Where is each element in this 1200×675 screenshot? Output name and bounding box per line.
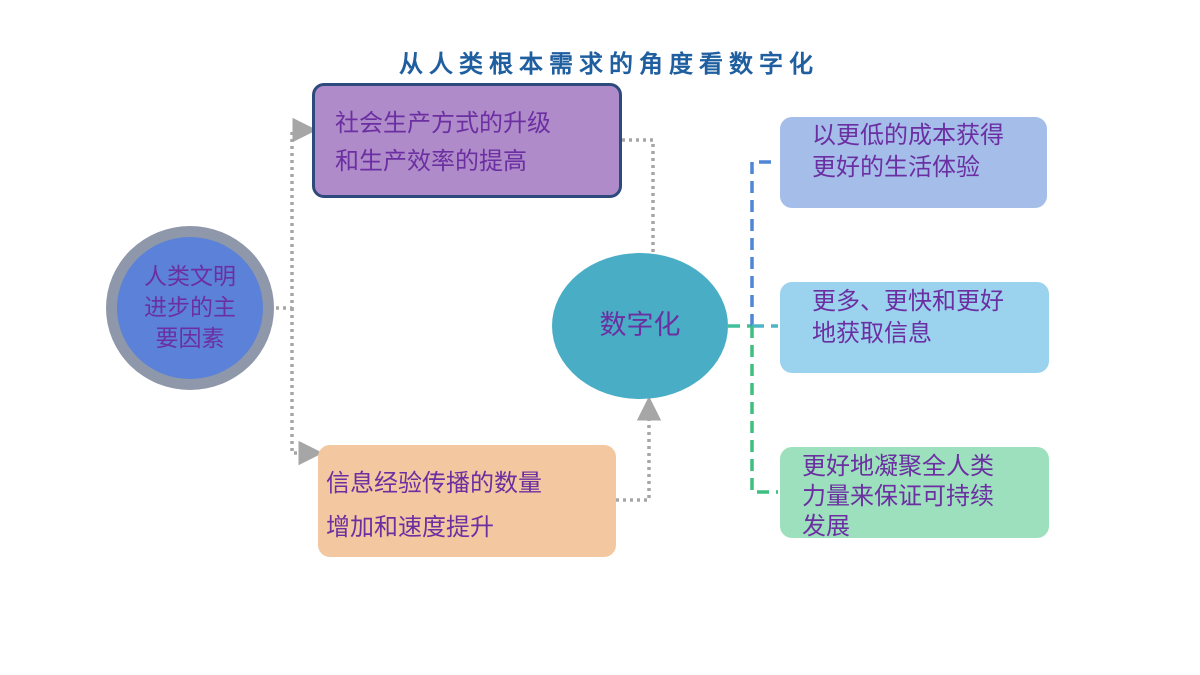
connector-bottom-to-center	[616, 396, 662, 502]
connector-top-to-center	[622, 138, 655, 253]
right-box-2: 更多、更快和更好 地获取信息	[780, 282, 1049, 373]
right-box-3-line1: 更好地凝聚全人类	[802, 452, 994, 480]
left-circle-node: 人类文明进步的主要因素	[106, 226, 274, 390]
left-circle-label: 人类文明进步的主要因素	[144, 263, 236, 352]
right-box-2-line1: 更多、更快和更好	[812, 287, 1004, 315]
connector-center-to-r3	[750, 326, 778, 494]
page-title: 从人类根本需求的角度看数字化	[399, 50, 819, 78]
bottom-box-line1: 信息经验传播的数量	[326, 469, 542, 497]
top-box-node: 社会生产方式的升级 和生产效率的提高	[312, 83, 622, 198]
bottom-box-line2: 增加和速度提升	[326, 513, 494, 541]
connector-left-to-top	[276, 117, 317, 310]
bottom-box-node: 信息经验传播的数量 增加和速度提升	[318, 445, 616, 557]
right-box-1-line2: 更好的生活体验	[812, 153, 980, 181]
right-box-2-line2: 地获取信息	[812, 319, 932, 347]
right-box-1: 以更低的成本获得 更好的生活体验	[780, 117, 1047, 208]
right-box-1-line1: 以更低的成本获得	[812, 121, 1004, 149]
connector-center-to-r1	[750, 160, 776, 326]
top-box-line2: 和生产效率的提高	[335, 147, 527, 175]
right-box-3: 更好地凝聚全人类 力量来保证可持续 发展	[780, 447, 1049, 540]
right-box-3-line2: 力量来保证可持续	[802, 482, 994, 510]
center-node-label: 数字化	[599, 310, 681, 341]
center-node: 数字化	[552, 253, 728, 399]
right-box-3-line3: 发展	[802, 512, 850, 540]
connector-left-to-bottom	[290, 308, 323, 466]
top-box-line1: 社会生产方式的升级	[335, 109, 551, 137]
